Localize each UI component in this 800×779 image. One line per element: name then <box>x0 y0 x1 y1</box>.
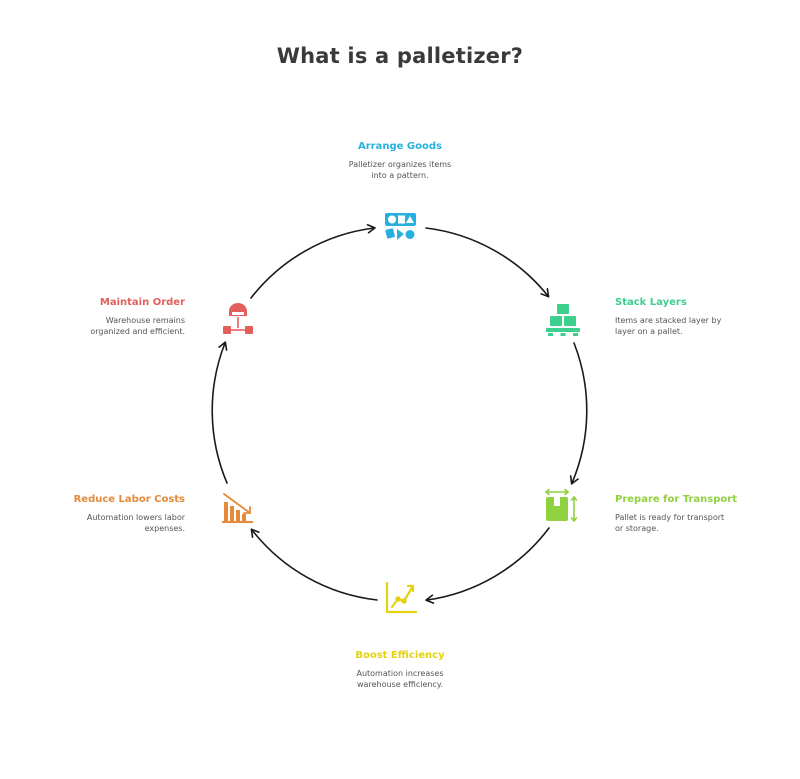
step-reduce-labor-costs: Reduce Labor Costs Automation lowers lab… <box>5 493 185 534</box>
step-title: Prepare for Transport <box>615 494 737 505</box>
step-description: Automation lowers labor expenses. <box>86 513 185 533</box>
step-title: Arrange Goods <box>358 141 442 152</box>
arrow-order-to-arrange <box>250 223 376 299</box>
step-description: Palletizer organizes items into a patter… <box>348 160 452 180</box>
step-title: Maintain Order <box>99 297 185 308</box>
hierarchy-icon <box>223 303 253 334</box>
step-stack-layers: Stack Layers Items are stacked layer by … <box>615 296 790 337</box>
step-boost-efficiency: Boost Efficiency Automation increases wa… <box>300 649 500 690</box>
step-description: Automation increases warehouse efficienc… <box>356 669 444 689</box>
step-title: Reduce Labor Costs <box>73 494 185 505</box>
step-description: Warehouse remains organized and efficien… <box>90 316 185 336</box>
step-prepare-for-transport: Prepare for Transport Pallet is ready fo… <box>615 493 795 534</box>
arrow-efficiency-to-labor <box>250 528 378 601</box>
growth-chart-icon <box>385 581 418 614</box>
stacked-boxes-icon <box>546 304 580 336</box>
step-maintain-order: Maintain Order Warehouse remains organiz… <box>5 296 185 337</box>
step-description: Pallet is ready for transport or storage… <box>615 513 725 533</box>
box-arrows-icon <box>544 488 578 523</box>
arrow-stack-to-transport <box>569 342 588 485</box>
arrow-transport-to-efficiency <box>425 527 550 604</box>
step-title: Stack Layers <box>615 297 687 308</box>
step-description: Items are stacked layer by layer on a pa… <box>615 316 722 336</box>
shapes-icon <box>385 213 416 240</box>
arrow-arrange-to-stack <box>425 227 550 298</box>
step-arrange-goods: Arrange Goods Palletizer organizes items… <box>300 140 500 181</box>
diagram-title: What is a palletizer? <box>276 44 524 68</box>
step-title: Boost Efficiency <box>355 650 445 661</box>
declining-chart-icon <box>222 493 253 523</box>
arrow-labor-to-order <box>211 341 228 484</box>
